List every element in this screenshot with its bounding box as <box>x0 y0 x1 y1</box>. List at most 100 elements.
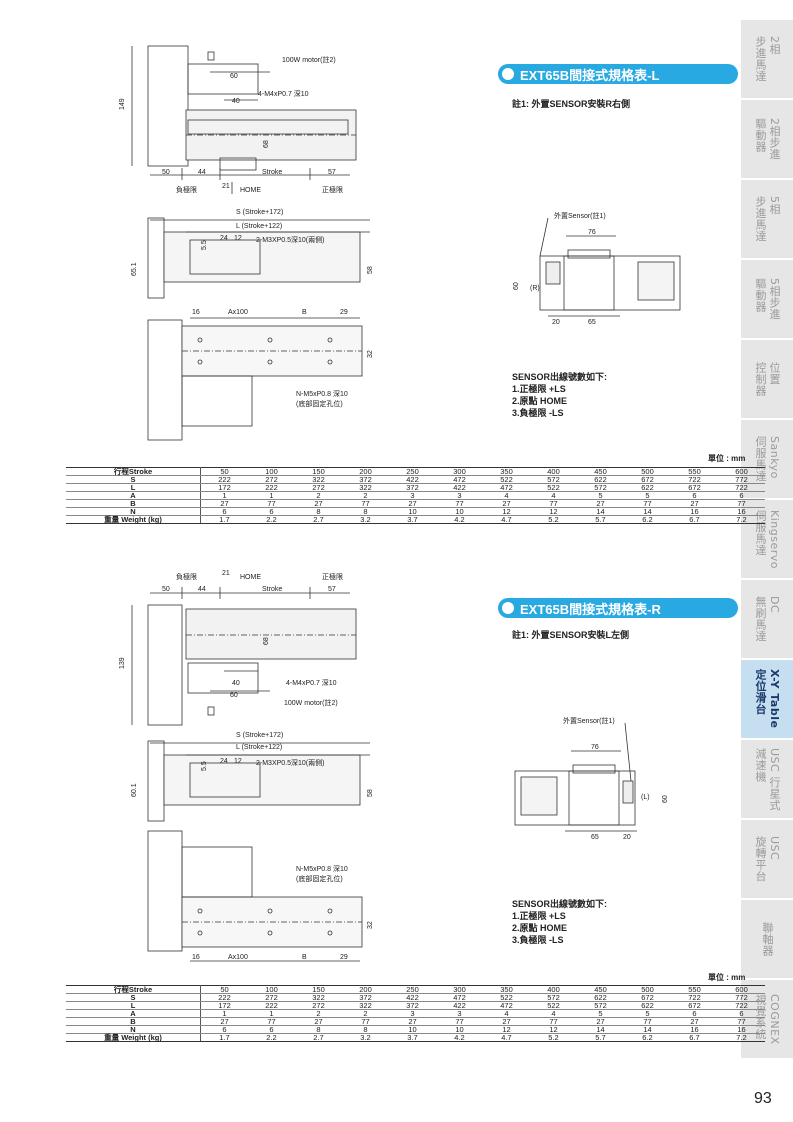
row-label: A <box>66 491 201 500</box>
table-cell: 300 <box>436 985 483 994</box>
sidebar-tab[interactable]: 5相步進 驅動器 <box>741 260 793 340</box>
table-cell: 5 <box>577 1009 624 1018</box>
svg-text:S (Stroke+172): S (Stroke+172) <box>236 732 283 739</box>
table-cell: 10 <box>436 1025 483 1034</box>
table-cell: 6.2 <box>624 515 671 524</box>
sensor-line: 3.負極限 -LS <box>512 935 564 945</box>
sidebar-tab[interactable]: 2相 步進馬達 <box>741 20 793 100</box>
sensor-line: 1.正極限 +LS <box>512 384 566 394</box>
sidebar-tab[interactable]: 位置 控制器 <box>741 340 793 420</box>
table-cell: 400 <box>530 467 577 476</box>
sidebar-tab[interactable]: X-Y Table 定位滑台 <box>741 660 793 740</box>
unit-label: 單位 : mm <box>708 973 746 982</box>
table-cell: 27 <box>200 499 248 508</box>
svg-text:24: 24 <box>220 235 228 242</box>
table-cell: 27 <box>389 499 436 508</box>
table-cell: 222 <box>248 483 295 492</box>
table-cell: 77 <box>530 499 577 508</box>
table-cell: 77 <box>718 1017 765 1026</box>
sidebar-tab-label: 5相步進 驅動器 <box>754 278 781 320</box>
table-cell: 572 <box>530 993 577 1002</box>
table-cell: 27 <box>671 499 718 508</box>
drawing-l-top-view: 100W motor(註2) 60 4-M4xP0.7 深10 40 149 6… <box>119 45 374 441</box>
sidebar-tab[interactable]: 聯軸器 <box>741 900 793 980</box>
svg-text:40: 40 <box>232 680 240 687</box>
note-text: 註1: 外置SENSOR安裝R右側 <box>512 99 631 109</box>
svg-text:N-M5xP0.8 深10: N-M5xP0.8 深10 <box>296 864 348 873</box>
table-cell: 8 <box>342 1025 389 1034</box>
svg-text:5.5: 5.5 <box>201 761 208 771</box>
svg-text:B: B <box>302 954 307 961</box>
svg-text:16: 16 <box>192 309 200 316</box>
table-cell: 27 <box>295 1017 342 1026</box>
svg-text:40: 40 <box>232 98 240 105</box>
table-cell: 1.7 <box>200 1033 248 1042</box>
table-cell: 16 <box>671 507 718 516</box>
table-cell: 5 <box>624 1009 671 1018</box>
table-cell: 422 <box>389 993 436 1002</box>
svg-text:50: 50 <box>162 169 170 176</box>
sidebar-tab[interactable]: 2相步進 驅動器 <box>741 100 793 180</box>
svg-text:44: 44 <box>198 586 206 593</box>
sensor-wiring-title: SENSOR出線號數如下: <box>512 372 608 382</box>
sensor-drawing-l: 外置Sensor(註1) 76 60 (R) 20 65 <box>513 211 681 326</box>
table-cell: 8 <box>295 1025 342 1034</box>
table-cell: 722 <box>718 483 765 492</box>
table-cell: 550 <box>671 467 718 476</box>
table-cell: 77 <box>342 1017 389 1026</box>
table-cell: 172 <box>200 483 248 492</box>
table-cell: 5 <box>624 491 671 500</box>
table-cell: 8 <box>295 507 342 516</box>
table-cell: 2.7 <box>295 515 342 524</box>
table-cell: 27 <box>577 499 624 508</box>
svg-text:60: 60 <box>230 73 238 80</box>
table-cell: 3 <box>436 1009 483 1018</box>
svg-text:139: 139 <box>119 657 126 669</box>
table-cell: 10 <box>389 1025 436 1034</box>
table-cell: 10 <box>436 507 483 516</box>
table-cell: 250 <box>389 985 436 994</box>
svg-text:50: 50 <box>162 586 170 593</box>
svg-text:L (Stroke+122): L (Stroke+122) <box>236 744 282 751</box>
svg-text:76: 76 <box>588 229 596 236</box>
table-cell: 322 <box>342 483 389 492</box>
table-cell: 600 <box>718 985 765 994</box>
table-cell: 372 <box>389 483 436 492</box>
row-label: N <box>66 507 201 516</box>
svg-text:29: 29 <box>340 954 348 961</box>
table-cell: 622 <box>624 1001 671 1010</box>
table-cell: 322 <box>342 1001 389 1010</box>
table-cell: 572 <box>577 1001 624 1010</box>
drawing-r-top-view: 負極限 21 HOME 正極限 50 44 Stroke 57 139 68 4… <box>119 570 374 962</box>
sidebar-tab[interactable]: USC 行星式 減速機 <box>741 740 793 820</box>
sidebar-tab[interactable]: DC 無刷馬達 <box>741 580 793 660</box>
svg-text:100W motor(註2): 100W motor(註2) <box>284 698 338 707</box>
row-label: A <box>66 1009 201 1018</box>
table-cell: 200 <box>342 467 389 476</box>
table-cell: 172 <box>200 1001 248 1010</box>
svg-text:60: 60 <box>230 692 238 699</box>
table-cell: 2 <box>342 491 389 500</box>
table-cell: 422 <box>436 1001 483 1010</box>
svg-text:Stroke: Stroke <box>262 586 282 593</box>
table-cell: 8 <box>342 507 389 516</box>
table-cell: 200 <box>342 985 389 994</box>
row-label: S <box>66 993 201 1002</box>
sidebar-tab[interactable]: 5相 步進馬達 <box>741 180 793 260</box>
table-cell: 1 <box>200 491 248 500</box>
table-cell: 16 <box>718 507 765 516</box>
table-cell: 16 <box>671 1025 718 1034</box>
table-cell: 422 <box>389 475 436 484</box>
sensor-line: 1.正極限 +LS <box>512 911 566 921</box>
table-cell: 77 <box>718 499 765 508</box>
table-cell: 372 <box>342 475 389 484</box>
table-cell: 622 <box>577 993 624 1002</box>
svg-text:32: 32 <box>367 350 374 358</box>
table-cell: 2.2 <box>248 515 295 524</box>
table-cell: 400 <box>530 985 577 994</box>
sidebar-tab[interactable]: USC 旋轉平台 <box>741 820 793 900</box>
svg-text:58: 58 <box>367 266 374 274</box>
